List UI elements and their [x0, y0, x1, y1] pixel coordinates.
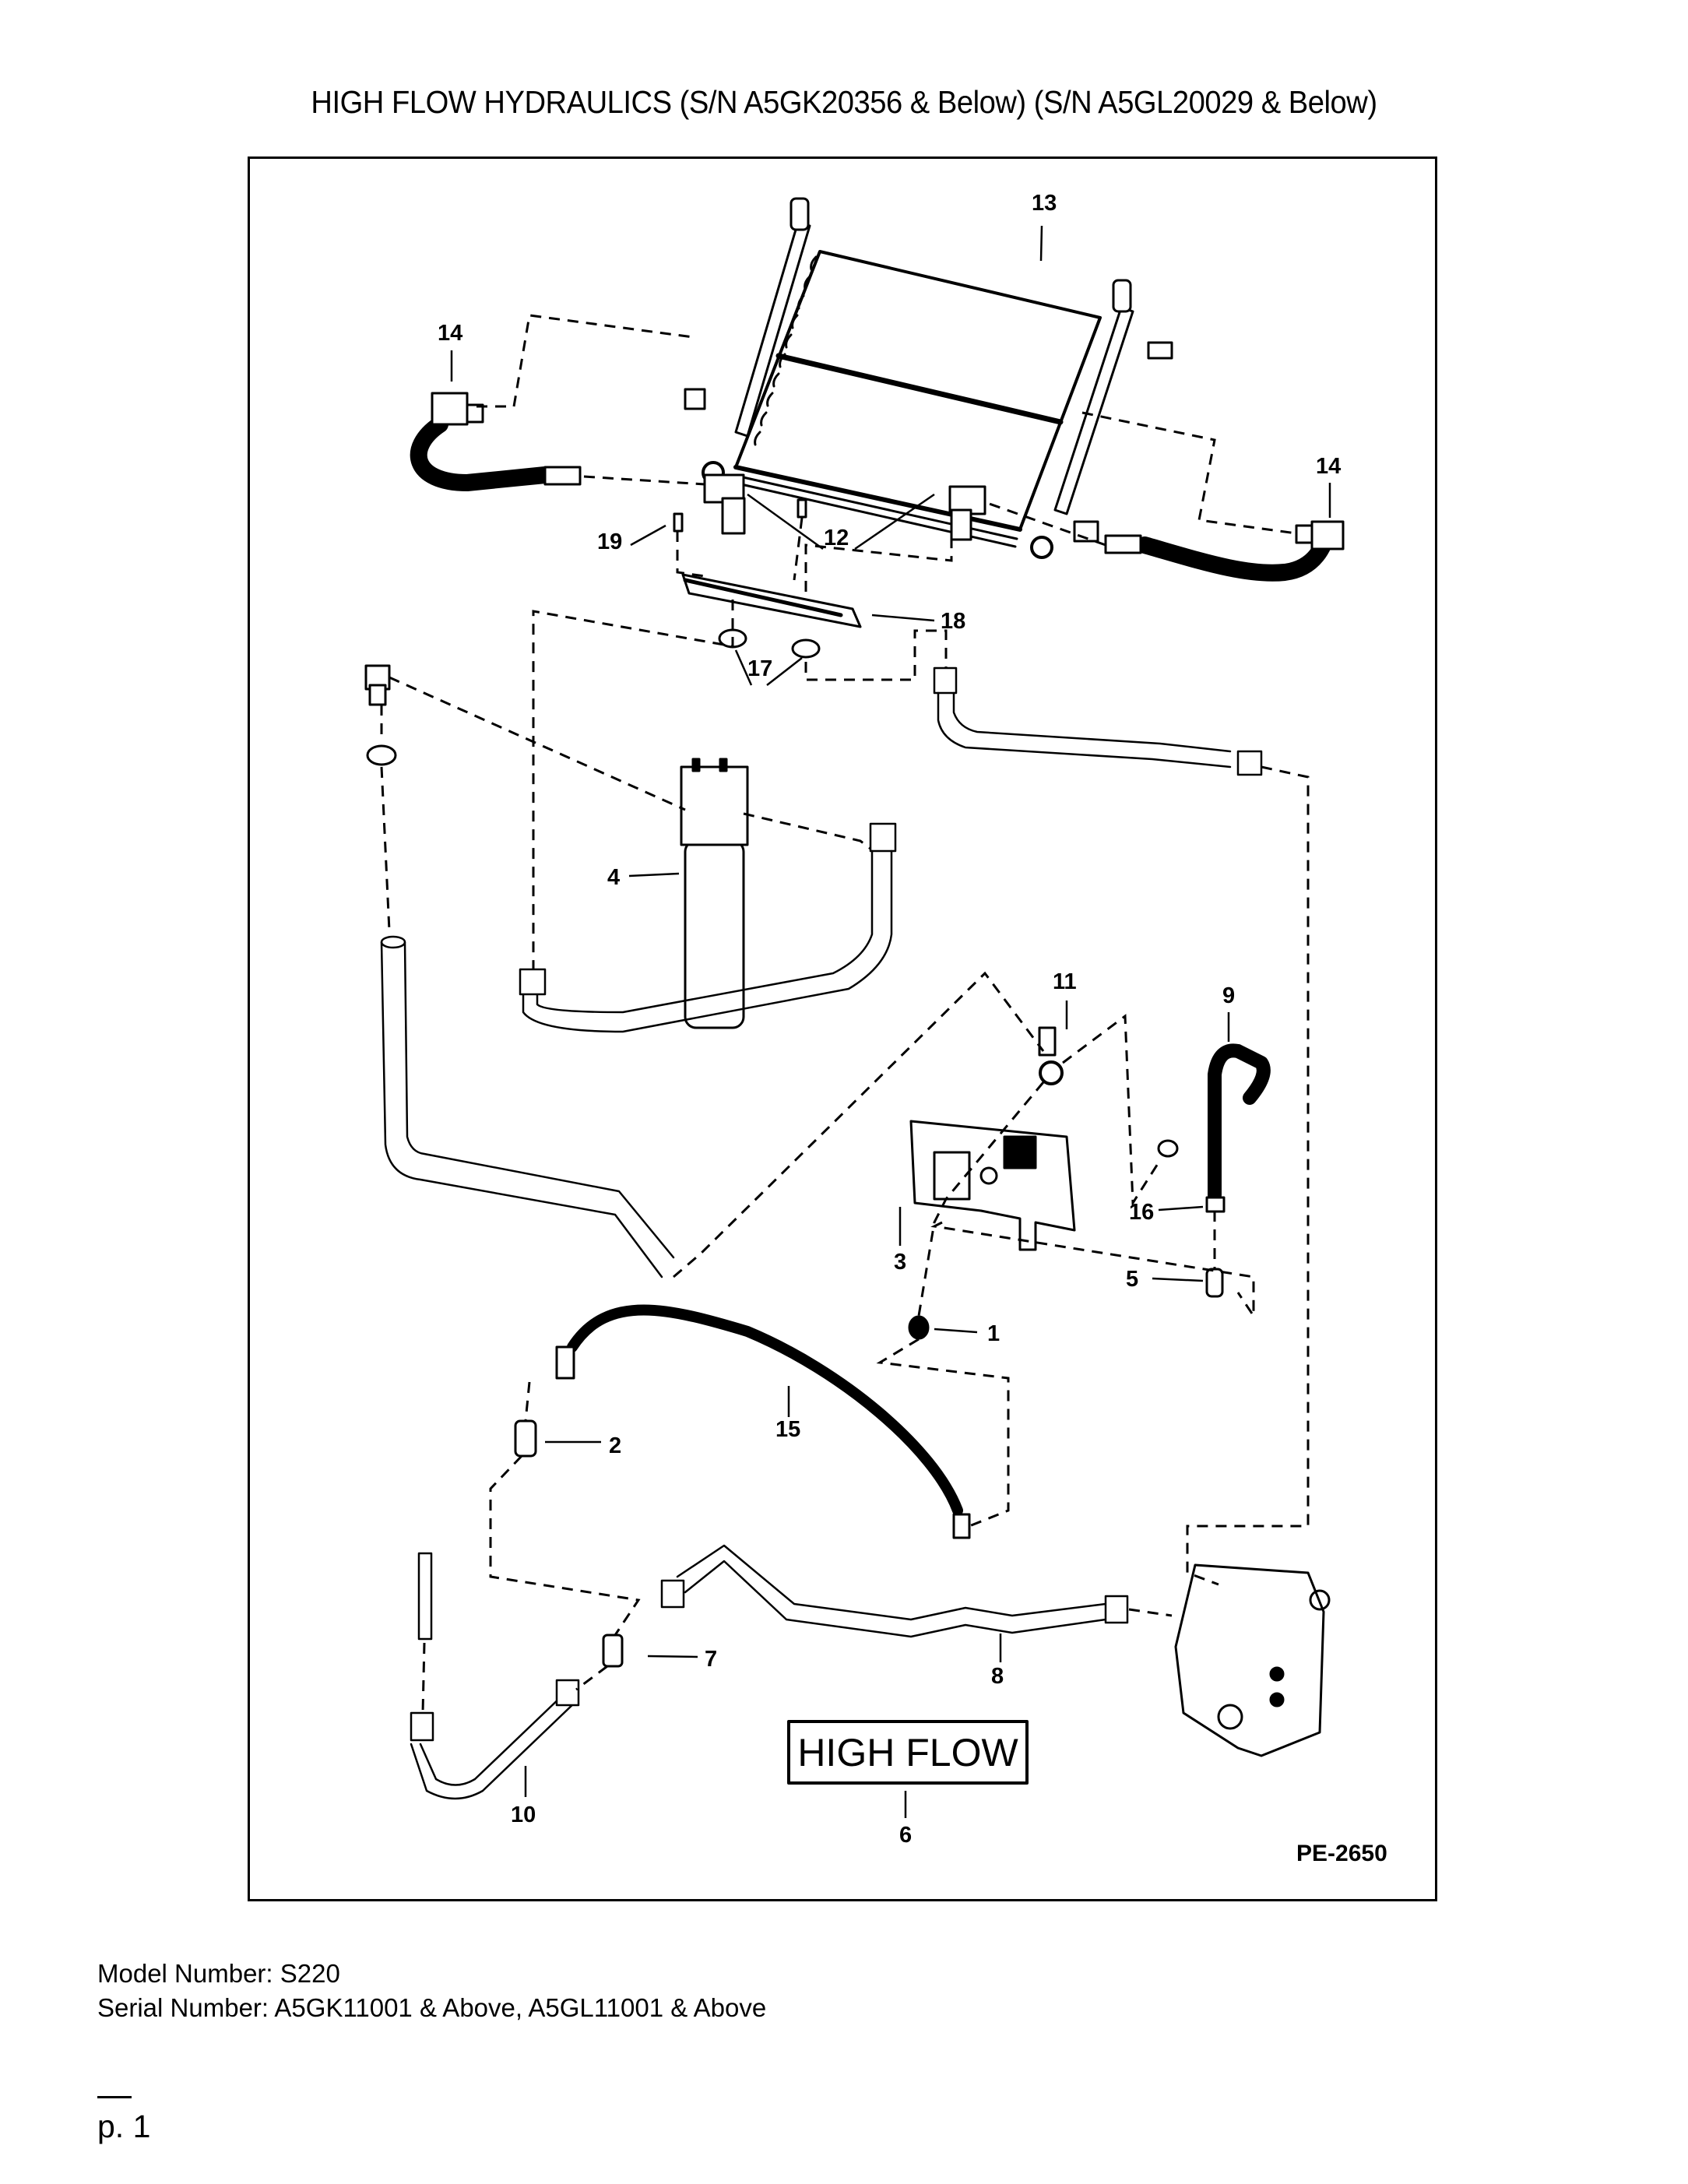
- tube-filter-return: [519, 822, 897, 1033]
- hose-left: [410, 392, 582, 491]
- callout-19: 19: [597, 529, 622, 554]
- callout-7: 7: [705, 1647, 717, 1672]
- nuts: [718, 628, 821, 659]
- page-title: HIGH FLOW HYDRAULICS (S/N A5GK20356 & Be…: [311, 84, 1377, 120]
- diagram-frame: [248, 157, 1437, 1901]
- high-flow-decal: [787, 1720, 1029, 1785]
- callout-15: 15: [775, 1417, 800, 1442]
- hose-9: [1208, 1043, 1271, 1202]
- connection-lines: [380, 314, 1310, 1714]
- fitting-2: [514, 1419, 537, 1458]
- elbow-left: [364, 664, 397, 766]
- fitting-1: [908, 1315, 930, 1340]
- callout-10: 10: [511, 1802, 536, 1827]
- callout-13: 13: [1032, 191, 1057, 216]
- leader-lines: [450, 225, 1331, 1818]
- fitting-11: [1038, 1026, 1064, 1085]
- filter: [680, 758, 749, 1029]
- tube-10: [410, 1552, 580, 1800]
- callout-5: 5: [1126, 1267, 1138, 1292]
- drawing-id: PE-2650: [1296, 1841, 1387, 1866]
- page-rule: [97, 2096, 132, 2098]
- tube-8: [660, 1544, 1129, 1638]
- elbow-fitting-left: [703, 473, 746, 535]
- callout-16: 16: [1129, 1200, 1154, 1225]
- callout-2: 2: [609, 1433, 621, 1458]
- tube-long-left: [380, 935, 675, 1278]
- bracket: [681, 573, 862, 628]
- model-number: Model Number: S220: [97, 1959, 340, 1988]
- control-valve: [1174, 1563, 1331, 1757]
- callout-1: 1: [987, 1321, 1000, 1346]
- callout-18: 18: [941, 609, 965, 634]
- callout-12: 12: [824, 526, 849, 550]
- callout-17: 17: [747, 656, 772, 681]
- elbow-fitting-5: [1205, 1268, 1224, 1298]
- callout-3: 3: [894, 1250, 906, 1275]
- callout-14-left: 14: [438, 321, 462, 346]
- callout-14-right: 14: [1316, 454, 1341, 479]
- callout-4: 4: [607, 865, 620, 890]
- tube-upper-return: [933, 666, 1263, 776]
- oil-cooler: [684, 197, 1173, 559]
- callout-8: 8: [991, 1664, 1004, 1689]
- hose-15: [555, 1304, 971, 1539]
- decal-text: HIGH FLOW: [797, 1731, 1018, 1774]
- callout-11: 11: [1053, 969, 1077, 994]
- callout-9: 9: [1222, 983, 1235, 1008]
- fitting-7: [602, 1634, 624, 1668]
- hose-right: [1104, 520, 1345, 582]
- serial-number: Serial Number: A5GK11001 & Above, A5GL11…: [97, 1993, 767, 2022]
- callout-6: 6: [899, 1823, 912, 1848]
- hydraulic-pump: [909, 1120, 1076, 1251]
- page-number: p. 1: [97, 2108, 151, 2144]
- elbow-fitting-right: [948, 485, 986, 541]
